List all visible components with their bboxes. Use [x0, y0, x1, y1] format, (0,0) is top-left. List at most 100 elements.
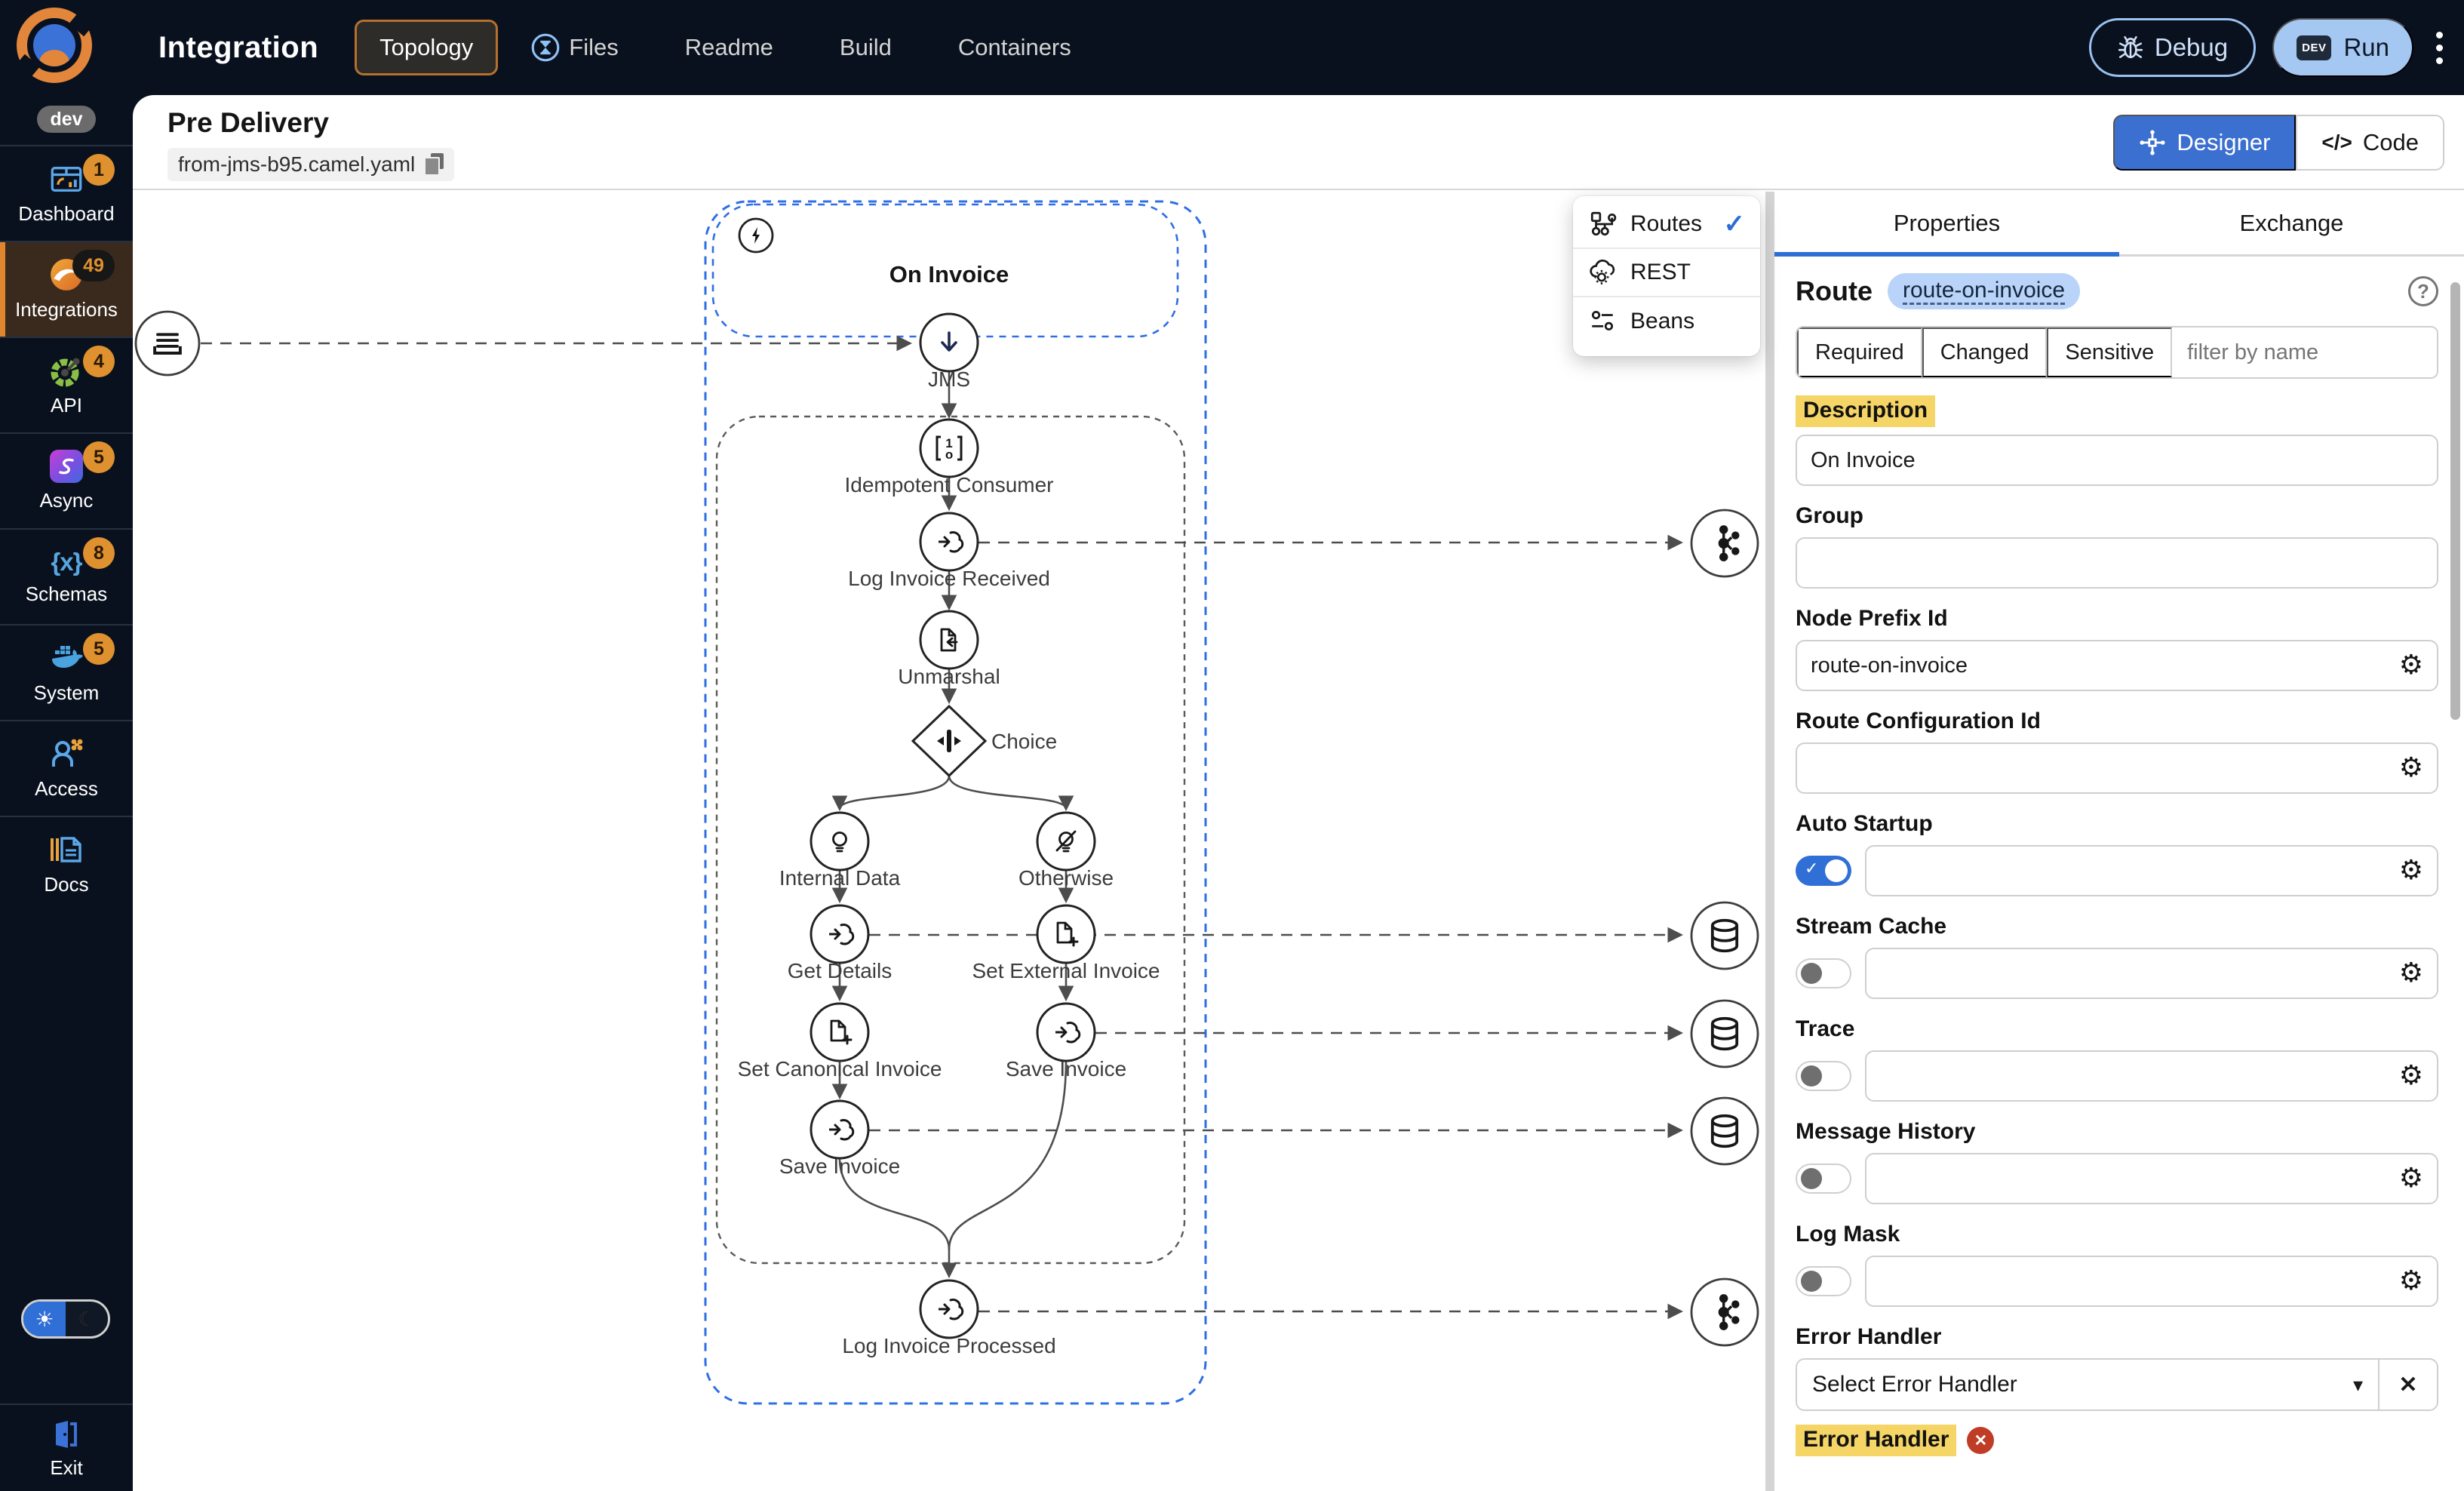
docker-icon — [49, 641, 84, 675]
sidebar-item-schemas[interactable]: 8 {x} Schemas — [0, 528, 133, 624]
node-choice[interactable] — [913, 706, 985, 776]
sidebar-item-async[interactable]: 5 Async — [0, 432, 133, 528]
node-set-canonical-invoice[interactable] — [811, 1004, 868, 1061]
sidebar-item-exit[interactable]: Exit — [0, 1403, 133, 1491]
node-idempotent-consumer[interactable] — [920, 420, 978, 477]
gear-icon[interactable]: ⚙ — [2399, 755, 2423, 782]
gear-icon[interactable]: ⚙ — [2399, 1062, 2423, 1090]
kafka-endpoint[interactable] — [1691, 510, 1758, 576]
exit-door-icon — [49, 1417, 84, 1452]
help-icon[interactable]: ? — [2408, 276, 2438, 306]
node-save-invoice-right[interactable] — [1037, 1004, 1095, 1061]
node-get-details[interactable] — [811, 905, 868, 963]
theme-toggle[interactable]: ☀ ☾ — [21, 1299, 110, 1339]
menu-item-rest[interactable]: REST — [1573, 249, 1760, 297]
node-log-invoice-received[interactable] — [920, 513, 978, 570]
gear-icon[interactable]: ⚙ — [2399, 1165, 2423, 1192]
beans-sliders-icon — [1588, 307, 1617, 336]
gear-icon[interactable]: ⚙ — [2399, 857, 2423, 884]
clear-error-handler-icon[interactable]: ✕ — [2380, 1360, 2437, 1410]
rest-cloud-icon — [1588, 258, 1617, 287]
gear-icon[interactable]: ⚙ — [2399, 960, 2423, 987]
panel-scrollbar[interactable] — [2450, 282, 2460, 720]
app-title: Integration — [158, 31, 318, 65]
designer-graph-icon — [2139, 129, 2166, 156]
menu-item-beans[interactable]: Beans — [1573, 297, 1760, 346]
nav-tabs: Files Readme Build Containers — [531, 33, 1104, 62]
schemas-count-badge: 8 — [83, 537, 115, 569]
sidebar-item-api[interactable]: 4 API — [0, 337, 133, 432]
description-input[interactable] — [1811, 448, 2423, 473]
node-otherwise[interactable] — [1037, 813, 1095, 870]
node-label: Choice — [991, 730, 1057, 753]
topology-button[interactable]: Topology — [355, 20, 498, 75]
node-set-external-invoice[interactable] — [1037, 905, 1095, 963]
copy-icon[interactable] — [424, 153, 444, 176]
stream-cache-toggle[interactable] — [1796, 958, 1851, 988]
node-unmarshal[interactable] — [920, 611, 978, 669]
log-mask-input[interactable] — [1880, 1269, 2399, 1294]
trace-toggle[interactable] — [1796, 1061, 1851, 1091]
panel-tabs: Properties Exchange — [1774, 192, 2464, 257]
tab-build[interactable]: Build — [840, 34, 925, 61]
filter-changed-button[interactable]: Changed — [1922, 327, 2048, 377]
flow-canvas[interactable]: 1o — [133, 192, 1765, 1491]
dark-mode-icon: ☾ — [66, 1302, 108, 1336]
designer-button[interactable]: Designer — [2113, 115, 2296, 171]
node-label: Idempotent Consumer — [844, 473, 1053, 496]
debug-button[interactable]: Debug — [2089, 18, 2256, 77]
tab-properties[interactable]: Properties — [1774, 192, 2119, 254]
kafka-endpoint[interactable] — [1691, 1279, 1758, 1345]
database-endpoint[interactable] — [1691, 1098, 1758, 1164]
run-button[interactable]: DEV Run — [2272, 18, 2413, 77]
tab-readme[interactable]: Readme — [685, 34, 806, 61]
menu-item-routes[interactable]: Routes ✓ — [1573, 201, 1760, 249]
gear-icon[interactable]: ⚙ — [2399, 1268, 2423, 1295]
route-id-chip[interactable]: route-on-invoice — [1888, 273, 2080, 309]
flow-nodes: JMS Idempotent Consumer Log Invoice Rece… — [738, 314, 1160, 1357]
tab-exchange[interactable]: Exchange — [2119, 192, 2464, 254]
field-label-route-configuration-id: Route Configuration Id — [1796, 709, 2041, 733]
tab-containers[interactable]: Containers — [958, 34, 1104, 61]
node-label: Get Details — [788, 959, 893, 982]
database-endpoint[interactable] — [1691, 1001, 1758, 1067]
filter-by-name-input[interactable] — [2172, 327, 2438, 377]
error-handler-select[interactable]: Select Error Handler ▾ — [1797, 1360, 2380, 1410]
auto-startup-toggle[interactable]: ✓ — [1796, 856, 1851, 886]
database-endpoint[interactable] — [1691, 902, 1758, 969]
sidebar-item-dashboard[interactable]: 1 Dashboard — [0, 145, 133, 241]
message-history-toggle[interactable] — [1796, 1164, 1851, 1194]
node-jms-queue-endpoint[interactable] — [136, 312, 199, 375]
check-icon: ✓ — [1724, 209, 1746, 239]
filter-required-button[interactable]: Required — [1797, 327, 1922, 377]
node-log-invoice-processed[interactable] — [920, 1280, 978, 1338]
sidebar-item-docs[interactable]: Docs — [0, 816, 133, 912]
log-mask-toggle[interactable] — [1796, 1266, 1851, 1296]
overflow-menu-icon[interactable] — [2430, 26, 2449, 70]
sidebar-item-integrations[interactable]: 49 Integrations — [0, 241, 133, 337]
node-prefix-id-input[interactable] — [1811, 653, 2399, 678]
person-key-icon — [49, 736, 84, 771]
node-type-context-menu: Routes ✓ REST Beans — [1573, 196, 1760, 356]
node-jms[interactable] — [920, 314, 978, 371]
filter-sensitive-button[interactable]: Sensitive — [2047, 327, 2172, 377]
panel-resize-handle[interactable] — [1765, 192, 1774, 1491]
route-diagram: 1o — [133, 192, 1765, 1491]
node-label: Set External Invoice — [972, 959, 1160, 982]
tab-files[interactable]: Files — [531, 33, 651, 62]
route-configuration-id-input[interactable] — [1811, 756, 2399, 781]
remove-error-handler-icon[interactable]: ✕ — [1967, 1427, 1994, 1454]
node-internal-data[interactable] — [811, 813, 868, 870]
file-name-chip[interactable]: from-jms-b95.camel.yaml — [167, 148, 454, 181]
code-button[interactable]: </> Code — [2296, 115, 2444, 171]
view-switch: Designer </> Code — [2113, 115, 2444, 171]
gear-icon[interactable]: ⚙ — [2399, 652, 2423, 679]
sidebar-item-access[interactable]: Access — [0, 720, 133, 816]
message-history-input[interactable] — [1880, 1167, 2399, 1191]
trace-input[interactable] — [1880, 1064, 2399, 1089]
stream-cache-input[interactable] — [1880, 961, 2399, 986]
group-input[interactable] — [1811, 551, 2423, 576]
node-save-invoice-left[interactable] — [811, 1101, 868, 1158]
auto-startup-input[interactable] — [1880, 859, 2399, 884]
sidebar-item-system[interactable]: 5 System — [0, 624, 133, 720]
